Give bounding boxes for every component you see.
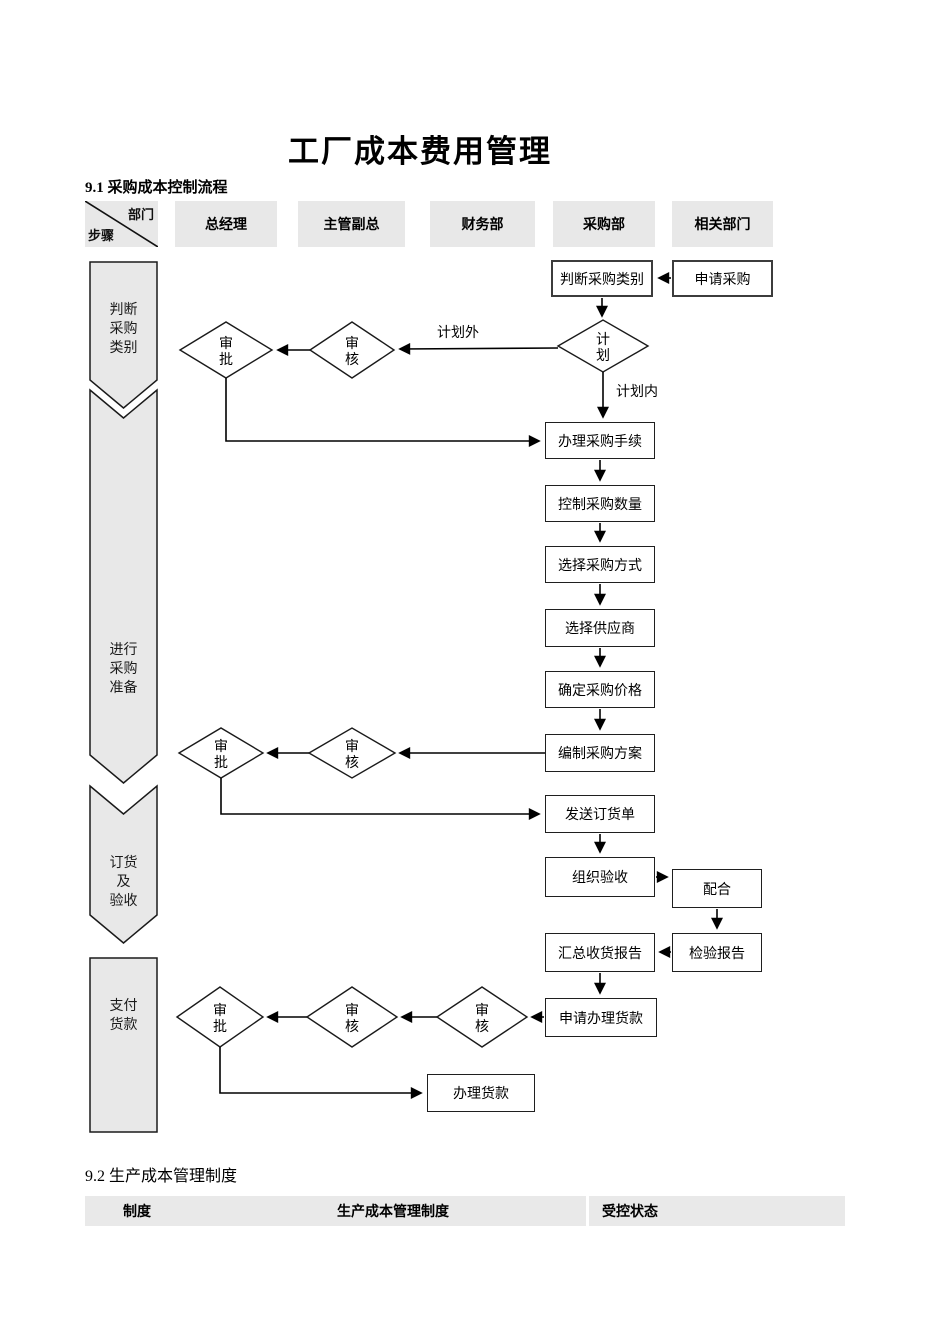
stage-rect-4 — [89, 957, 158, 1133]
diamond-approve-3 — [175, 986, 265, 1048]
diamond-label-review-3a: 审 核 — [460, 1002, 504, 1034]
diamond-label-plan: 计 划 — [581, 331, 625, 363]
stage-label-line: 采购 — [109, 660, 138, 676]
table-col-system: 制度 — [123, 1203, 151, 1219]
stage-label-line: 货款 — [109, 1016, 138, 1032]
diamond-label-line: 审 — [345, 335, 359, 351]
flowchart-connectors — [219, 272, 723, 1099]
diamond-label-line: 批 — [214, 754, 228, 770]
header-corner-cell: 部门 步骤 — [85, 201, 158, 247]
stage-label-line: 进行 — [109, 641, 138, 657]
diamond-label-line: 审 — [475, 1002, 489, 1018]
diamond-label-review-1: 审 核 — [330, 335, 374, 367]
flow-box-organize-accept: 组织验收 — [545, 857, 655, 897]
edge-label-out-of-plan: 计划外 — [437, 324, 479, 340]
stage-chevrons — [89, 261, 158, 1133]
diamond-label-line: 核 — [345, 754, 359, 770]
diamond-label-line: 审 — [213, 1002, 227, 1018]
flow-box-set-price: 确定采购价格 — [545, 671, 655, 708]
flow-box-apply-payment: 申请办理货款 — [545, 998, 657, 1037]
diamond-label-approve-3: 审 批 — [198, 1002, 242, 1034]
diamond-label-line: 审 — [214, 738, 228, 754]
stage-chevron-1 — [89, 261, 158, 409]
table-col-control-status: 受控状态 — [602, 1203, 658, 1219]
header-col-deputy-gm: 主管副总 — [298, 201, 405, 247]
flow-box-judge-type: 判断采购类别 — [551, 260, 653, 297]
diamond-label-line: 审 — [345, 738, 359, 754]
stage-label-line: 验收 — [109, 892, 138, 908]
stage-label-line: 支付 — [109, 997, 138, 1013]
flow-box-handle-payment: 办理货款 — [427, 1074, 535, 1112]
stage-label-4: 支付 货款 — [90, 996, 157, 1034]
table-header-cell-left — [85, 1196, 586, 1226]
stage-label-line: 准备 — [109, 679, 138, 695]
flow-box-send-order: 发送订货单 — [545, 795, 655, 833]
stage-label-line: 判断 — [109, 301, 138, 317]
corner-diagonal-line — [85, 201, 158, 247]
diamond-label-review-2: 审 核 — [330, 738, 374, 770]
diamond-label-line: 批 — [219, 351, 233, 367]
diamond-approve-1 — [178, 321, 274, 379]
diamond-label-review-3b: 审 核 — [330, 1002, 374, 1034]
header-col-related-depts: 相关部门 — [672, 201, 773, 247]
stage-label-line: 及 — [116, 873, 131, 889]
flow-box-handle-procedure: 办理采购手续 — [545, 422, 655, 459]
diamond-label-line: 划 — [596, 347, 610, 363]
stage-chevron-2 — [89, 388, 158, 784]
diamond-label-line: 核 — [345, 1018, 359, 1034]
table-header-cell-right — [589, 1196, 845, 1226]
corner-step-label: 步骤 — [88, 228, 115, 243]
flow-box-control-qty: 控制采购数量 — [545, 485, 655, 522]
stage-label-2: 进行 采购 准备 — [90, 640, 157, 697]
edge-label-in-plan: 计划内 — [616, 383, 658, 399]
decision-diamonds — [175, 319, 650, 1048]
flow-box-apply-purchase: 申请采购 — [672, 260, 773, 297]
section-9-1-heading: 9.1 采购成本控制流程 — [85, 180, 228, 196]
diamond-plan — [556, 319, 650, 373]
stage-label-3: 订货 及 验收 — [90, 853, 157, 910]
stage-label-line: 订货 — [109, 854, 138, 870]
table-col-system-name: 生产成本管理制度 — [337, 1203, 449, 1219]
diamond-label-line: 审 — [345, 1002, 359, 1018]
flow-box-cooperate: 配合 — [672, 869, 762, 908]
stage-label-1: 判断 采购 类别 — [90, 300, 157, 357]
stage-label-line: 采购 — [109, 320, 138, 336]
diamond-label-line: 审 — [219, 335, 233, 351]
diamond-label-line: 核 — [345, 351, 359, 367]
diamond-review-1 — [308, 321, 396, 379]
diamond-label-line: 核 — [475, 1018, 489, 1034]
diamond-review-3b — [305, 986, 399, 1048]
corner-dept-label: 部门 — [127, 207, 154, 222]
flow-box-choose-method: 选择采购方式 — [545, 546, 655, 583]
stage-chevron-3 — [89, 784, 158, 944]
diamond-label-line: 批 — [213, 1018, 227, 1034]
diamond-approve-2 — [177, 727, 265, 779]
diamond-label-approve-2: 审 批 — [199, 738, 243, 770]
flow-box-choose-supplier: 选择供应商 — [545, 609, 655, 647]
diamond-review-3a — [435, 986, 529, 1048]
stage-label-line: 类别 — [109, 339, 138, 355]
diamond-label-line: 计 — [596, 331, 610, 347]
section-9-2-heading: 9.2 生产成本管理制度 — [85, 1168, 238, 1185]
flow-box-summary-report: 汇总收货报告 — [545, 933, 655, 972]
flow-box-make-plan: 编制采购方案 — [545, 734, 655, 772]
header-col-finance: 财务部 — [430, 201, 535, 247]
diamond-review-2 — [307, 727, 397, 779]
header-col-purchasing: 采购部 — [553, 201, 655, 247]
header-col-general-manager: 总经理 — [175, 201, 277, 247]
flow-box-inspect-report: 检验报告 — [672, 933, 762, 972]
diamond-label-approve-1: 审 批 — [204, 335, 248, 367]
page-title: 工厂成本费用管理 — [288, 134, 552, 169]
